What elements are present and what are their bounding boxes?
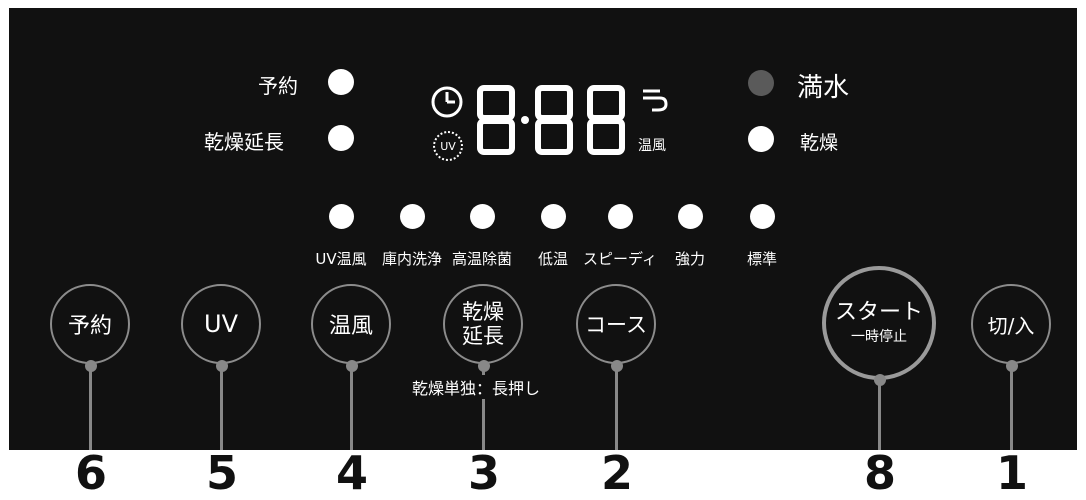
- power-button-label: 切/入: [987, 313, 1035, 338]
- course-label-uv-onpu: UV温風: [315, 250, 367, 268]
- uv-button[interactable]: UV: [181, 284, 261, 364]
- kansou-encho-button-label-1: 乾燥: [462, 300, 504, 324]
- callout-6: 6: [74, 446, 108, 500]
- yoyaku-indicator-lamp: [328, 69, 354, 95]
- course-label-kyouryoku: 強力: [674, 250, 706, 268]
- leader-knob-1: [1006, 360, 1018, 372]
- onpu-button-label: 温風: [328, 314, 373, 339]
- callout-5: 5: [205, 446, 239, 500]
- course-lamp-kyouryoku: [678, 204, 703, 229]
- start-button-label-1: スタート: [834, 300, 923, 325]
- mansui-indicator-label: 満水: [797, 73, 850, 103]
- leader-knob-3: [478, 360, 490, 372]
- leader-knob-4: [346, 360, 358, 372]
- kansou-encho-indicator-label: 乾燥延長: [204, 130, 284, 154]
- kansou-only-note: 乾燥単独：長押し: [410, 375, 543, 399]
- uv-indicator-label: UV: [440, 139, 456, 153]
- yoyaku-button-label: 予約: [67, 314, 112, 339]
- course-label-teion: 低温: [537, 250, 569, 268]
- leader-line-2: [615, 366, 618, 450]
- course-label-speedy: スピーディ: [583, 250, 657, 268]
- kansou-indicator-lamp: [748, 126, 774, 152]
- mansui-indicator-lamp: [748, 70, 774, 96]
- kansou-encho-button[interactable]: 乾燥 延長: [443, 284, 523, 364]
- leader-knob-8: [874, 374, 886, 386]
- clock-icon: [431, 86, 463, 118]
- yoyaku-button[interactable]: 予約: [50, 284, 130, 364]
- course-button[interactable]: コース: [576, 284, 656, 364]
- onpu-display-label: 温風: [638, 138, 666, 154]
- leader-line-1: [1010, 366, 1013, 450]
- steam-icon: [643, 89, 668, 112]
- control-panel: [9, 8, 1077, 450]
- course-button-label: コース: [585, 313, 647, 337]
- yoyaku-indicator-label: 予約: [258, 74, 298, 98]
- course-lamp-kouon-jokin: [470, 204, 495, 229]
- callout-1: 1: [995, 446, 1029, 500]
- time-display: [477, 85, 625, 155]
- kansou-encho-button-label-2: 延長: [462, 324, 504, 348]
- callout-4: 4: [335, 446, 369, 500]
- start-pause-button[interactable]: スタート 一時停止: [822, 266, 936, 380]
- course-lamp-speedy: [608, 204, 633, 229]
- course-label-hyoujun: 標準: [746, 250, 778, 268]
- course-lamp-teion: [541, 204, 566, 229]
- course-label-kouon-jokin: 高温除菌: [451, 250, 513, 268]
- leader-line-4: [350, 366, 353, 450]
- course-lamp-uv-onpu: [329, 204, 354, 229]
- leader-line-6: [89, 366, 92, 450]
- course-label-konai-senjou: 庫内洗浄: [381, 250, 443, 268]
- leader-knob-6: [85, 360, 97, 372]
- onpu-button[interactable]: 温風: [311, 284, 391, 364]
- leader-line-3: [482, 366, 485, 450]
- kansou-encho-indicator-lamp: [328, 125, 354, 151]
- course-lamp-konai-senjou: [400, 204, 425, 229]
- power-button[interactable]: 切/入: [971, 284, 1051, 364]
- course-lamp-hyoujun: [750, 204, 775, 229]
- start-button-label-2: 一時停止: [851, 329, 907, 345]
- uv-indicator-icon: UV: [433, 131, 463, 161]
- callout-8: 8: [863, 446, 897, 500]
- kansou-indicator-label: 乾燥: [800, 132, 839, 154]
- leader-line-5: [220, 366, 223, 450]
- leader-knob-2: [611, 360, 623, 372]
- callout-2: 2: [600, 446, 634, 500]
- uv-button-label: UV: [204, 310, 238, 338]
- leader-knob-5: [216, 360, 228, 372]
- leader-line-8: [878, 380, 881, 450]
- callout-3: 3: [467, 446, 501, 500]
